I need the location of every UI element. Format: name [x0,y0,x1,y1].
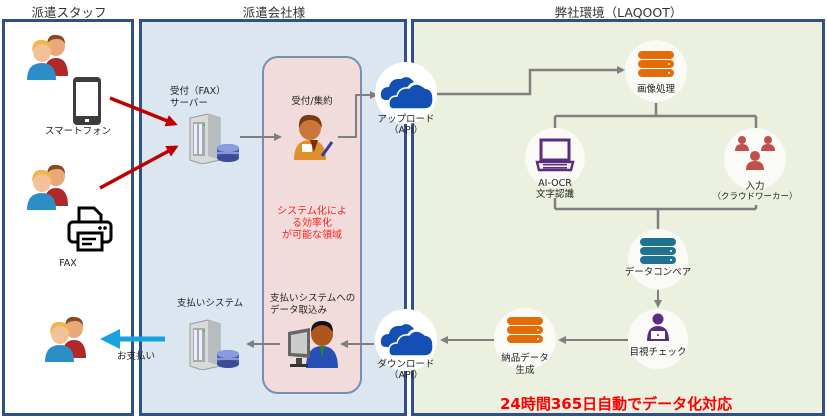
tagline: 24時間365日自動でデータ化対応 [500,395,733,413]
column-title-staff: 派遣スタッフ [31,5,107,20]
laptop-icon [535,138,575,172]
upload-label-2: （API） [388,125,424,136]
visual-check-operator-icon [647,313,669,341]
ocr-label-1: AI-OCR [538,178,572,189]
visual-check-label: 目視チェック [629,347,687,358]
reception-label: 受付/集約 [291,96,333,107]
payment-label: お支払い [116,351,155,362]
ocr-label-2: 文字認識 [535,189,574,200]
data-import-operator-icon [288,321,338,368]
crowd-workers-icon [735,136,775,170]
fax-server-label-2: サーバー [170,98,208,109]
automation-note-line-2: る効率化 [292,218,332,229]
automation-note-line-1: システム化によ [277,206,347,217]
automation-note-line-3: が可能な領域 [282,230,342,241]
staff-people-icon [27,34,68,80]
fax-server-icon [189,113,239,164]
payment-system-server-icon [189,319,239,370]
delivery-database-icon [507,317,543,343]
upload-cloud-icon [380,77,434,110]
smartphone-icon [73,77,101,125]
staff-people-icon-payment [45,316,86,362]
import-label-1: 支払いシステムへの [270,293,356,304]
download-label-1: ダウンロード [377,359,435,370]
column-title-company: 派遣会社様 [242,5,306,20]
upload-label-1: アップロード [377,114,435,125]
fax-label: FAX [59,258,77,269]
image-processing-label: 画像処理 [636,84,675,95]
automation-note: システム化によ る効率化 が可能な領域 [262,206,362,242]
import-label-2: データ取込み [270,305,328,316]
ocr-node [525,128,585,188]
crowd-input-label-1: 入力 [745,181,765,192]
fax-printer-icon [67,206,113,252]
data-compare-label: データコンペア [624,267,692,278]
payment-system-label: 支払いシステム [176,298,244,309]
download-label-2: （API） [388,370,424,381]
staff-people-icon-fax [27,164,68,210]
delivery-label-2: 生成 [515,365,535,376]
column-title-ours: 弊社環境（LAQOOT） [554,5,683,20]
fax-server-label-1: 受付（FAX） [170,86,226,97]
crowd-input-label-2: （クラウドワーカー） [712,192,798,202]
delivery-label-1: 納品データ [501,353,549,364]
reception-operator-icon [294,114,334,160]
download-cloud-icon [380,324,434,357]
smartphone-label: スマートフォン [44,126,112,137]
orange-database-icon [638,51,674,77]
teal-database-icon [640,238,676,264]
